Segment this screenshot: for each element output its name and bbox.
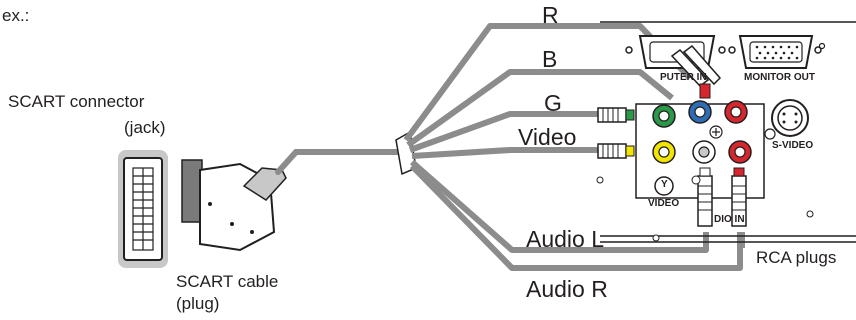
cable-audio-r: [409, 163, 743, 271]
scart-jack: [118, 150, 168, 268]
projector-panel: [600, 21, 856, 243]
video-y-symbol: Y: [661, 179, 668, 190]
computer-in-port: [625, 35, 726, 69]
cable-label-r: R: [542, 2, 559, 28]
video-port-label: VIDEO: [648, 198, 680, 209]
component-ports: [652, 100, 752, 164]
fanout-cables: [403, 23, 743, 271]
screw-icon: [596, 176, 604, 184]
monitor-out-port: [728, 35, 822, 69]
scart-connector-sublabel: (jack): [124, 118, 166, 137]
cable-label-audio-r: Audio R: [526, 276, 608, 302]
rca-plugs-label: RCA plugs: [756, 248, 837, 267]
screw-icon: [806, 210, 814, 218]
s-video-label: S-VIDEO: [772, 140, 814, 151]
scart-cable: [275, 149, 401, 175]
rca-plug-heads: [597, 107, 747, 227]
monitor-out-label: MONITOR OUT: [744, 72, 815, 83]
screw-icon: [764, 128, 776, 140]
cable-label-video: Video: [518, 124, 577, 150]
cable-video: [411, 147, 598, 159]
cable-label-b: B: [542, 46, 558, 72]
screw-icon: [652, 234, 660, 242]
cable-audio-l: [410, 159, 709, 253]
audio-in-label: DIO IN: [714, 214, 745, 225]
video-y-jack: [654, 176, 674, 196]
screw-icon: [691, 175, 701, 185]
scart-cable-sublabel: (plug): [176, 294, 220, 313]
cable-g: [408, 111, 598, 153]
cable-label-audio-l: Audio L: [526, 226, 605, 252]
example-label: ex.:: [2, 6, 30, 25]
s-video-port: [764, 99, 809, 140]
indicator-icon: [818, 42, 826, 50]
cable-label-g: G: [544, 90, 562, 116]
scart-plug: [181, 159, 287, 252]
scart-connector-label: SCART connector: [8, 92, 145, 111]
computer-in-label: PUTER IN: [660, 72, 707, 83]
cable-b: [406, 69, 674, 148]
rb-plugs: [670, 44, 722, 99]
scart-cable-label: SCART cable: [176, 272, 279, 291]
